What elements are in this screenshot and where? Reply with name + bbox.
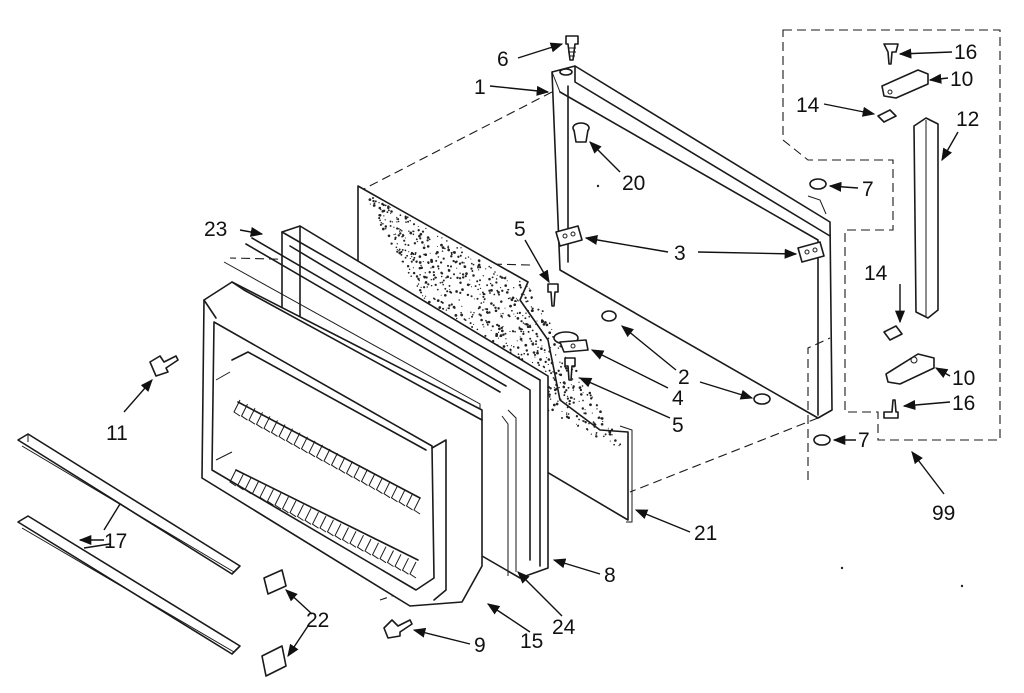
- hinge-bracket-part-3: [797, 241, 825, 263]
- screw-part-16-lower: [883, 399, 899, 419]
- scan-dot: [596, 184, 600, 188]
- callout-10: 10: [952, 367, 975, 390]
- hinge-part-10-upper: [881, 69, 929, 99]
- callout-6: 6: [497, 48, 509, 71]
- callout-14: 14: [796, 94, 820, 117]
- callout-20: 20: [622, 172, 645, 195]
- inner-door-liner: [201, 281, 483, 607]
- callout-21: 21: [694, 522, 717, 545]
- callout-24: 24: [552, 616, 576, 639]
- hinge-bracket-part-3: [555, 225, 583, 247]
- plug-part-20: [572, 122, 590, 143]
- hinge-part-10-lower: [885, 353, 935, 385]
- screw-part-6: [565, 35, 579, 61]
- callout-7: 7: [858, 429, 870, 452]
- screw-part-11: [149, 355, 179, 377]
- callout-15: 15: [520, 630, 543, 653]
- outer-door-panel: [551, 65, 833, 419]
- shelf-retainer-bar-upper: [17, 433, 241, 575]
- alignment-line: [357, 91, 553, 193]
- leader-lines: [78, 42, 959, 658]
- callout-12: 12: [956, 108, 979, 131]
- alignment-line: [629, 417, 819, 493]
- callout-9: 9: [474, 634, 486, 657]
- hinge-plate-part-4: [553, 331, 589, 353]
- screw-part-9: [383, 619, 413, 639]
- shelf-bar-end-cap: [263, 569, 287, 595]
- callout-11: 11: [106, 422, 128, 445]
- callout-23: 23: [204, 218, 227, 241]
- scan-dot: [960, 584, 964, 588]
- callout-16: 16: [954, 41, 977, 64]
- callout-4: 4: [672, 387, 684, 410]
- callout-17: 17: [104, 530, 127, 553]
- callout-16: 16: [952, 392, 975, 415]
- callout-1: 1: [474, 76, 486, 99]
- alignment-line: [807, 337, 831, 480]
- washer-part-7-upper: [809, 178, 827, 190]
- callout-2: 2: [678, 366, 690, 389]
- hinge-kit-boundary: [782, 29, 1001, 441]
- screw-part-5-upper: [547, 283, 559, 307]
- callout-10: 10: [950, 68, 973, 91]
- shelf-ribs: [229, 399, 421, 579]
- callout-5: 5: [514, 218, 526, 241]
- shim-part-14-lower: [883, 325, 903, 341]
- scan-dot: [840, 566, 844, 570]
- callout-99: 99: [932, 502, 955, 525]
- shim-part-14-upper: [877, 109, 897, 123]
- hinge-cover-part-12: [913, 117, 939, 319]
- shelf-retainer-bar-lower: [17, 515, 241, 655]
- callout-5: 5: [672, 414, 684, 437]
- callout-labels: 1 6 20 5 3 2 4 5 16 10 14 12 7 14 10 16 …: [104, 41, 979, 657]
- callout-8: 8: [604, 564, 616, 587]
- callout-3: 3: [674, 242, 686, 265]
- callout-14: 14: [864, 262, 888, 285]
- washer-part-7-lower: [813, 434, 831, 446]
- screw-part-5-lower: [564, 357, 576, 381]
- callout-22: 22: [306, 609, 329, 632]
- shelf-bar-end-cap: [261, 645, 287, 677]
- callout-7: 7: [862, 178, 874, 201]
- screw-part-16-upper: [883, 43, 899, 65]
